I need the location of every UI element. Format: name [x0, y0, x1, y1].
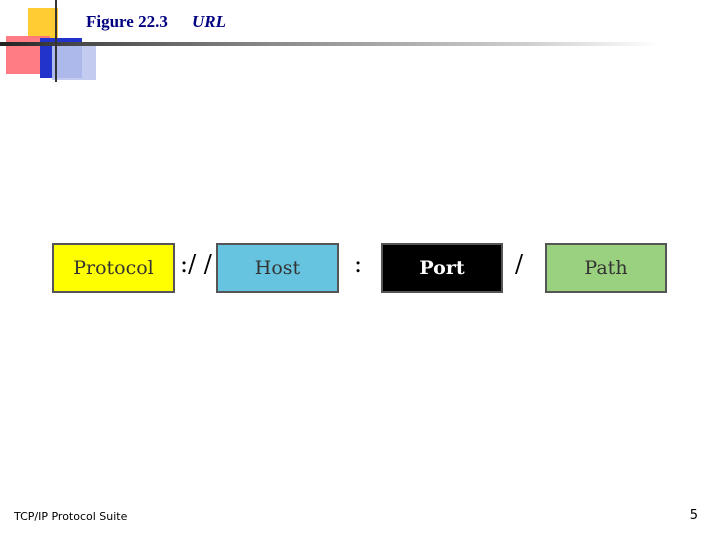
separator-colon: : [354, 250, 363, 278]
page-number: 5 [689, 508, 698, 523]
decor-header-rule [0, 42, 660, 46]
decor-yellow-square [28, 8, 58, 38]
figure-number: Figure 22.3 [86, 12, 168, 31]
decor-lightblue-square [52, 44, 96, 80]
separator-slash: / [515, 250, 524, 278]
host-box: Host [216, 243, 339, 293]
path-box: Path [545, 243, 667, 293]
figure-caption: URL [192, 12, 226, 31]
decor-vertical-rule [55, 0, 57, 82]
port-box: Port [381, 243, 503, 293]
footer-suite-title: TCP/IP Protocol Suite [14, 510, 128, 523]
separator-colon-slashes: :/ / [180, 250, 212, 278]
protocol-box: Protocol [52, 243, 175, 293]
